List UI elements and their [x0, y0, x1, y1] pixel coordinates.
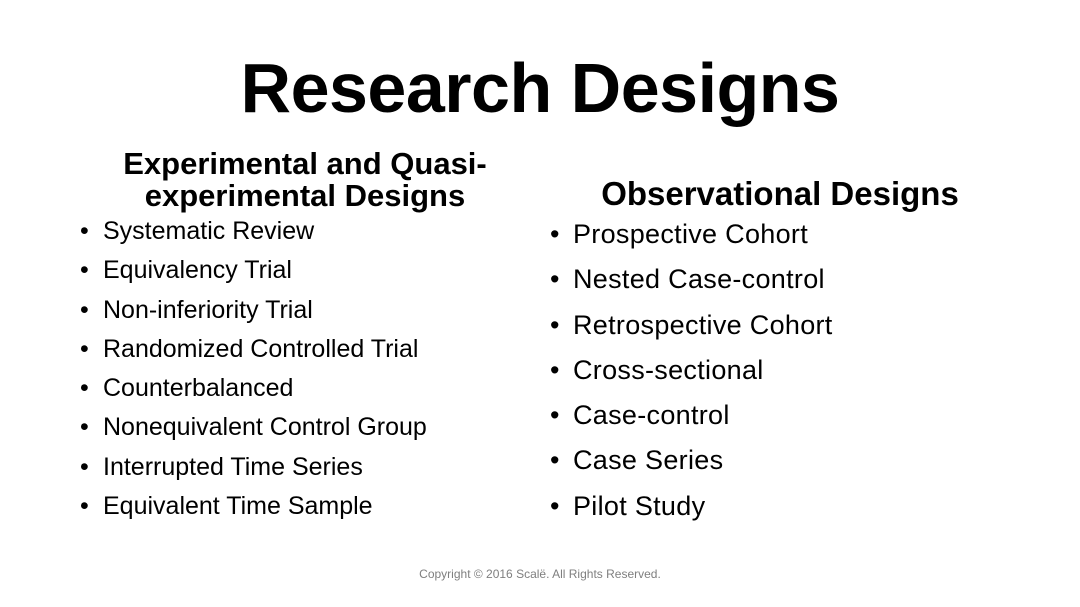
list-item: • Systematic Review: [80, 212, 530, 251]
list-item: • Nonequivalent Control Group: [80, 408, 530, 447]
bullet-icon: •: [550, 490, 560, 521]
list-item: • Case Series: [550, 438, 1010, 483]
list-item: • Interrupted Time Series: [80, 448, 530, 487]
bullet-icon: •: [80, 452, 89, 481]
list-item-label: Counterbalanced: [103, 374, 294, 403]
list-item-label: Nonequivalent Control Group: [103, 413, 427, 442]
list-item: • Prospective Cohort: [550, 212, 1010, 257]
list-item-label: Prospective Cohort: [573, 219, 809, 249]
slide-title: Research Designs: [240, 49, 840, 127]
list-item: • Case-control: [550, 393, 1010, 438]
bullet-icon: •: [80, 217, 89, 245]
observational-designs-heading: Observational Designs: [601, 175, 959, 212]
list-item-label: Interrupted Time Series: [103, 452, 363, 481]
list-item: • Non-inferiority Trial: [80, 291, 530, 330]
list-item-label: Equivalency Trial: [103, 256, 292, 285]
bullet-icon: •: [80, 413, 89, 442]
experimental-designs-column: Experimental and Quasi-experimental Desi…: [80, 148, 530, 526]
copyright-notice: Copyright © 2016 Scalë. All Rights Reser…: [419, 567, 661, 581]
bullet-icon: •: [550, 445, 560, 476]
bullet-icon: •: [80, 295, 89, 324]
list-item-label: Randomized Controlled Trial: [103, 334, 419, 363]
observational-designs-list: • Prospective Cohort • Nested Case-control…: [550, 212, 1010, 529]
list-item: • Counterbalanced: [80, 369, 530, 408]
list-item-label: Systematic Review: [103, 217, 315, 245]
observational-designs-column: Observational Designs • Prospective Cohor…: [550, 148, 1010, 529]
list-item-label: Cross-sectional: [573, 354, 764, 385]
list-item-label: Equivalent Time Sample: [103, 492, 373, 521]
list-item-label: Retrospective Cohort: [573, 309, 833, 340]
list-item-label: Nested Case-control: [573, 264, 825, 295]
list-item-label: Non-inferiority Trial: [103, 295, 313, 324]
bullet-icon: •: [80, 374, 89, 403]
experimental-designs-list: • Systematic Review • Equivalency Trial • N…: [80, 212, 530, 526]
experimental-designs-heading: Experimental and Quasi-experimental Desi…: [123, 146, 487, 213]
bullet-icon: •: [80, 334, 89, 363]
list-item-label: Case-control: [573, 400, 730, 431]
list-item: • Randomized Controlled Trial: [80, 330, 530, 369]
bullet-icon: •: [550, 354, 560, 385]
list-item: • Pilot Study: [550, 484, 1010, 529]
list-item: • Cross-sectional: [550, 348, 1010, 393]
list-item: • Retrospective Cohort: [550, 303, 1010, 348]
bullet-icon: •: [550, 264, 560, 295]
bullet-icon: •: [550, 219, 560, 249]
list-item: • Equivalent Time Sample: [80, 487, 530, 526]
list-item: • Equivalency Trial: [80, 251, 530, 290]
bullet-icon: •: [550, 309, 560, 340]
list-item: • Nested Case-control: [550, 257, 1010, 302]
list-item-label: Case Series: [573, 445, 724, 476]
bullet-icon: •: [80, 256, 89, 285]
bullet-icon: •: [80, 492, 89, 521]
bullet-icon: •: [550, 400, 560, 431]
list-item-label: Pilot Study: [573, 490, 706, 521]
